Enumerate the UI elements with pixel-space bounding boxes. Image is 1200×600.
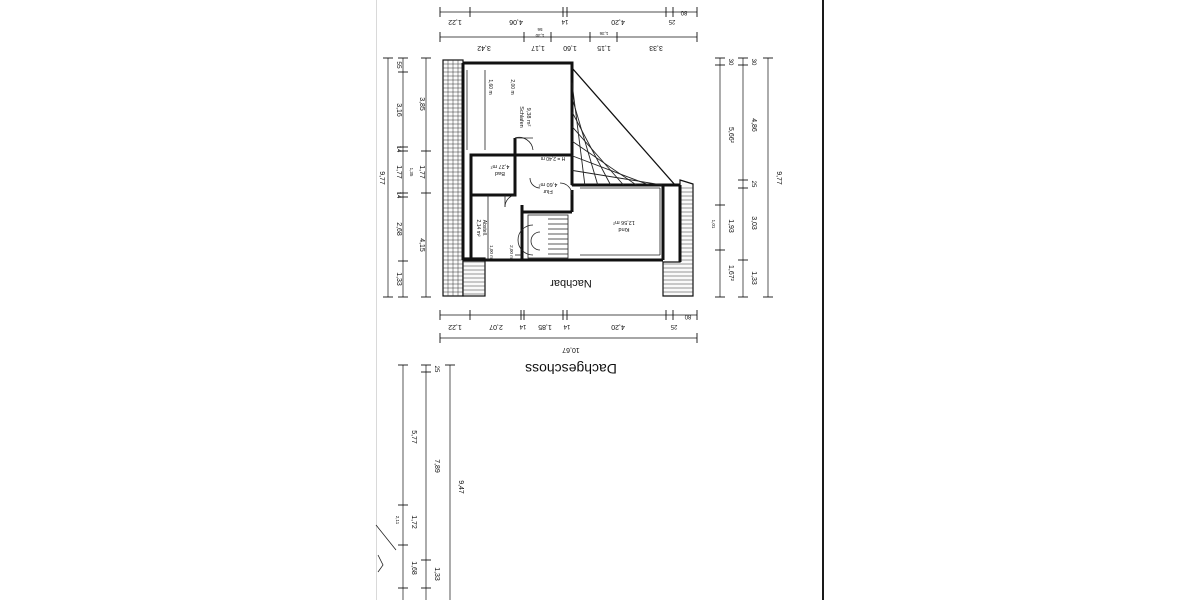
right-dimension-lines: 30 5,66² 1,93 1,67² 1,01 30 4,86 25 3,03…	[711, 57, 782, 298]
hatch-line	[571, 126, 624, 186]
room-kind-area: 12,56 m²	[613, 219, 635, 225]
right-total: 9,77	[775, 171, 782, 185]
hatched-void-triangle	[571, 66, 677, 186]
right-a-dim-a: 30	[727, 59, 733, 66]
right-a-dim-c: 1,93	[727, 219, 734, 233]
room-schlafen-height-a: 2,00 m	[509, 79, 515, 94]
left-inner-b: 1,77	[418, 165, 425, 179]
room-kind-name: Kind	[618, 226, 629, 232]
room-abstell-area: 2,14 m²	[475, 220, 481, 237]
top-dim-2-c: 1,60	[563, 44, 577, 51]
sheet-edge-left	[376, 0, 377, 600]
room-abstell-name: Abstell.	[481, 220, 487, 236]
lower-a-dim-b: 1,72	[410, 515, 417, 529]
right-a-dim-small: 1,01	[711, 220, 716, 229]
room-abstell-height-a: 2,00 m	[509, 245, 514, 259]
hatch-line	[571, 155, 650, 186]
room-bad: Bad 4,27 m²	[491, 163, 510, 176]
top-dim-1-b: 4,06	[509, 18, 523, 25]
right-b-dim-a: 30	[750, 59, 756, 66]
roof-edge-bottom-left	[462, 257, 486, 297]
sheet-edge-right	[822, 0, 824, 600]
right-b-dim-d: 3,03	[750, 216, 757, 230]
hatch-line	[571, 169, 663, 186]
top-dim-1-small-b: 1,30	[535, 33, 544, 38]
right-b-dim-b: 4,86	[750, 118, 757, 132]
room-flur-height: H = 2,40 m	[541, 155, 566, 161]
bottom-dimension-line: 1,22 2,07 14 1,85 14 4,20 25 80	[439, 310, 698, 330]
left-dim-e: 14	[395, 192, 401, 199]
room-bad-area: 4,27 m²	[491, 163, 510, 169]
bottom-dim-g: 25	[670, 323, 677, 329]
left-dimension-lines: 9,77 55 3,16 14 1,77 14 2,68 1,33 1,35 3…	[378, 57, 431, 298]
partial-arrow-mark	[375, 524, 397, 573]
staircase	[517, 214, 569, 259]
bottom-dim-d: 1,85	[538, 323, 552, 330]
top-dim-1-a: 1,22	[448, 18, 462, 25]
room-flur: Flur 4,60 m² H = 2,40 m	[539, 155, 566, 194]
top-dim-1-f: 80	[680, 9, 687, 15]
left-inner-c: 4,15	[418, 238, 425, 252]
top-dim-2-small: 1,36	[599, 31, 608, 36]
room-abstell-height-b: 1,00 m	[489, 245, 494, 259]
right-a-dim-b: 5,66²	[727, 127, 734, 144]
top-dim-1-d: 4,20	[611, 18, 625, 25]
lower-total: 9,47	[457, 480, 464, 494]
neighbor-label: Nachbar	[550, 277, 592, 289]
room-schlafen-height-b: 1,60 m	[487, 79, 493, 94]
lower-b-dim-a: 25	[433, 366, 439, 373]
top-dim-2-e: 3,33	[649, 44, 663, 51]
left-dim-b: 3,16	[395, 103, 402, 117]
top-dim-1-e: 25	[668, 18, 675, 24]
lower-b-dim-b: 7,89	[433, 459, 440, 473]
bottom-dim-b: 2,07	[489, 323, 503, 330]
left-total: 9,77	[378, 171, 385, 185]
left-dim-f: 2,68	[395, 222, 402, 236]
top-dim-1-small-a: 56	[537, 27, 543, 32]
lower-b-dim-c: 1,33	[433, 567, 440, 581]
top-dim-2-d: 1,15	[597, 44, 611, 51]
lower-dimension-lines: 5,77 1,72 1,68 2,11 25 7,89 1,33 9,47	[395, 364, 464, 600]
left-dim-a: 55	[395, 61, 402, 69]
lower-a-dim-small: 2,11	[395, 516, 400, 525]
left-dim-d: 1,77	[395, 165, 402, 179]
total-width-line: 10,67	[439, 333, 698, 353]
room-schlafen: Schlafen 9,38 m² 2,00 m 1,60 m	[487, 79, 531, 127]
top-dim-1-c: 14	[561, 18, 568, 24]
room-schlafen-name: Schlafen	[518, 106, 524, 127]
left-inner-a: 3,85	[418, 97, 425, 111]
door-swings	[504, 137, 573, 208]
left-dim-small: 1,35	[409, 168, 414, 177]
top-dimension-line-2: 3,42 1,17 1,60 1,15 3,33 1,36	[439, 31, 698, 51]
room-kind: Kind 12,56 m²	[613, 219, 635, 232]
lower-a-dim-c: 1,68	[410, 561, 417, 575]
room-flur-name: Flur	[543, 188, 553, 194]
room-flur-area: 4,60 m²	[539, 181, 558, 187]
interior-walls	[469, 138, 661, 260]
bottom-dim-a: 1,22	[448, 323, 462, 330]
hatch-line	[571, 140, 637, 186]
right-a-dim-d: 1,67²	[727, 265, 734, 282]
room-schlafen-area: 9,38 m²	[525, 108, 531, 127]
bottom-dim-h: 80	[684, 313, 691, 319]
room-bad-name: Bad	[495, 170, 505, 176]
lower-a-dim-a: 5,77	[410, 430, 417, 444]
top-dimension-line-1: 1,22 4,06 14 4,20 25 80 56 1,30	[439, 7, 698, 38]
bottom-dim-f: 4,20	[611, 323, 625, 330]
bottom-dim-e: 14	[563, 323, 570, 329]
total-width: 10,67	[562, 346, 580, 353]
top-dim-2-a: 3,42	[477, 44, 491, 51]
right-b-dim-c: 25	[750, 181, 756, 188]
right-b-dim-e: 1,33	[750, 271, 757, 285]
room-abstell: Abstell. 2,14 m² 2,00 m 1,00 m	[475, 220, 514, 260]
bottom-dim-c: 14	[519, 323, 526, 329]
roof-edge-right	[662, 179, 694, 297]
left-dim-g: 1,33	[395, 272, 402, 286]
top-dim-2-b: 1,17	[531, 44, 545, 51]
left-dim-c: 14	[395, 146, 401, 153]
drawing-title: Dachgeschoss	[525, 361, 617, 377]
roof-edge-left	[442, 59, 464, 297]
